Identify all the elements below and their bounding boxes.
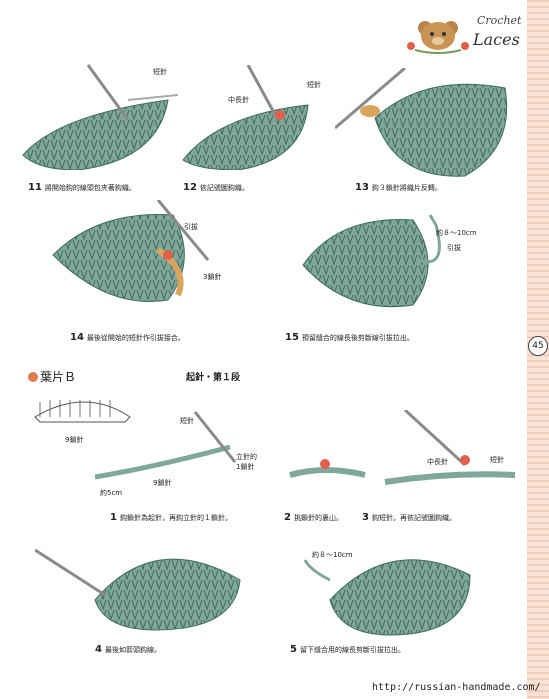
step-12-number: 12	[183, 182, 197, 193]
step-15-label-1: 約８～10cm	[436, 229, 477, 237]
section-subtitle: 起針・第１段	[186, 373, 241, 383]
crochet-laces-logo: Crochet Laces	[405, 10, 522, 56]
step-1-label-4: 1鎖針	[236, 463, 255, 471]
step-14-text: 最後從開始的短針作引拔接合。	[86, 334, 185, 342]
step-1-text: 鈎鎖針為起針，再鈎立針的１鎖針。	[119, 514, 232, 522]
step-14-label-1: 引拔	[184, 223, 198, 231]
step-15-illustration	[302, 214, 441, 308]
logo-line1: Crochet	[477, 14, 522, 27]
bear-icon	[407, 21, 469, 54]
step-14-number: 14	[70, 332, 84, 343]
step-14-label-2: 3鎖針	[203, 273, 222, 281]
step-5-label-1: 約８～10cm	[312, 551, 353, 559]
step-12-label-1: 中長針	[228, 96, 249, 104]
step-3-number: 3	[362, 512, 369, 523]
step-3-illustration	[384, 410, 516, 485]
step-4-illustration	[35, 548, 241, 631]
step-13-text: 鈎３鎖針將織片反轉。	[371, 184, 442, 192]
section-title-text: 葉片Ｂ	[40, 370, 77, 384]
step-3-text: 鈎短針。再依記號圖鈎織。	[371, 514, 456, 522]
page-number: 45	[528, 336, 548, 356]
step-15-number: 15	[285, 332, 299, 343]
logo-line2: Laces	[473, 30, 520, 49]
step-2-text: 挑鎖針的裏山。	[293, 514, 343, 522]
step-12-illustration	[182, 65, 309, 170]
step-1-label-3: 立針的	[236, 453, 257, 461]
footer-url: http://russian-handmade.com/	[372, 682, 541, 693]
step-14-illustration	[52, 200, 210, 303]
step-11-number: 11	[28, 182, 42, 193]
step-12-text: 依記號圖鈎織。	[199, 184, 249, 192]
step-5-text: 留下縫合用的線長剪斷引拔拉出。	[299, 646, 405, 654]
section-bullet-icon	[28, 372, 38, 382]
step-11-label-1: 短針	[153, 68, 167, 76]
step-4-number: 4	[95, 644, 102, 655]
step-1-label-1: 9鎖針	[65, 436, 84, 444]
step-11-text: 將開始鈎的線頭包夾著鈎織。	[44, 184, 136, 192]
step-4-text: 最後如箭頭鈎線。	[104, 646, 161, 654]
step-3-label-1: 中長針	[427, 458, 448, 466]
step-13-number: 13	[355, 182, 369, 193]
step-1-number: 1	[110, 512, 117, 523]
step-1-label-2: 短針	[180, 417, 194, 425]
step-15-text: 預留縫合的線長後剪斷線引拔拉出。	[301, 334, 414, 342]
step-1-label-5: 9鎖針	[153, 479, 172, 487]
step-2-illustration	[289, 459, 366, 478]
step-3-label-2: 短針	[490, 456, 504, 464]
step-15-label-2: 引拔	[447, 244, 461, 252]
step-1-illustration	[34, 400, 237, 480]
section-title: 葉片Ｂ	[28, 368, 76, 385]
step-1-label-6: 約5cm	[100, 489, 123, 497]
step-5-illustration	[303, 559, 471, 636]
step-5-number: 5	[290, 644, 297, 655]
step-12-label-2: 短針	[307, 81, 321, 89]
step-13-illustration	[335, 68, 508, 177]
step-2-number: 2	[284, 512, 291, 523]
step-11-illustration	[22, 64, 178, 170]
